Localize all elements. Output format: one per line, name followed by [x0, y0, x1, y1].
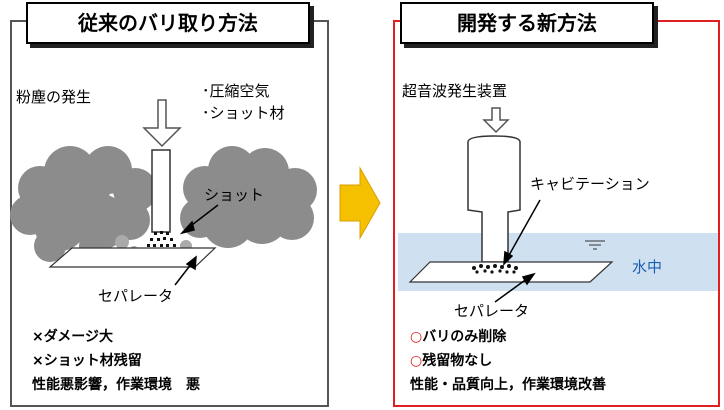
separator-label: セパレータ	[454, 302, 530, 320]
dust-cloud-left	[10, 146, 157, 262]
conventional-method-title: 従来のバリ取り方法	[26, 2, 310, 44]
result-line: ○残留物なし	[410, 353, 493, 369]
result-line: 性能・品質向上，作業環境改善	[410, 377, 606, 393]
separator-sheet	[408, 261, 614, 283]
result-line: ×ショット材残留	[32, 353, 142, 369]
result-line: ○バリのみ削除	[410, 329, 507, 345]
right-arrow-icon	[339, 166, 381, 240]
check-mark-icon: ○	[410, 329, 423, 345]
compressed-air-label: ･圧縮空気	[202, 82, 270, 100]
shot-material-label: ･ショット材	[202, 104, 285, 122]
down-arrow-icon	[142, 99, 182, 148]
result-line: 性能悪影響，作業環境 悪	[32, 377, 200, 393]
shot-label: ショット	[204, 186, 265, 204]
ultrasonic-horn	[467, 135, 521, 263]
new-method-title: 開発する新方法	[400, 2, 654, 44]
underwater-label: 水中	[632, 258, 663, 276]
down-arrow-icon	[482, 107, 510, 134]
separator-label: セパレータ	[98, 287, 174, 305]
ultrasonic-device-label: 超音波発生装置	[402, 82, 508, 100]
cavitation-label: キャビテーション	[530, 175, 650, 193]
dust-generation-label: 粉塵の発生	[16, 88, 92, 106]
cavitation-bubbles	[472, 264, 518, 274]
nozzle	[151, 149, 171, 233]
result-line: ×ダメージ大	[32, 329, 114, 345]
check-mark-icon: ○	[410, 353, 423, 369]
